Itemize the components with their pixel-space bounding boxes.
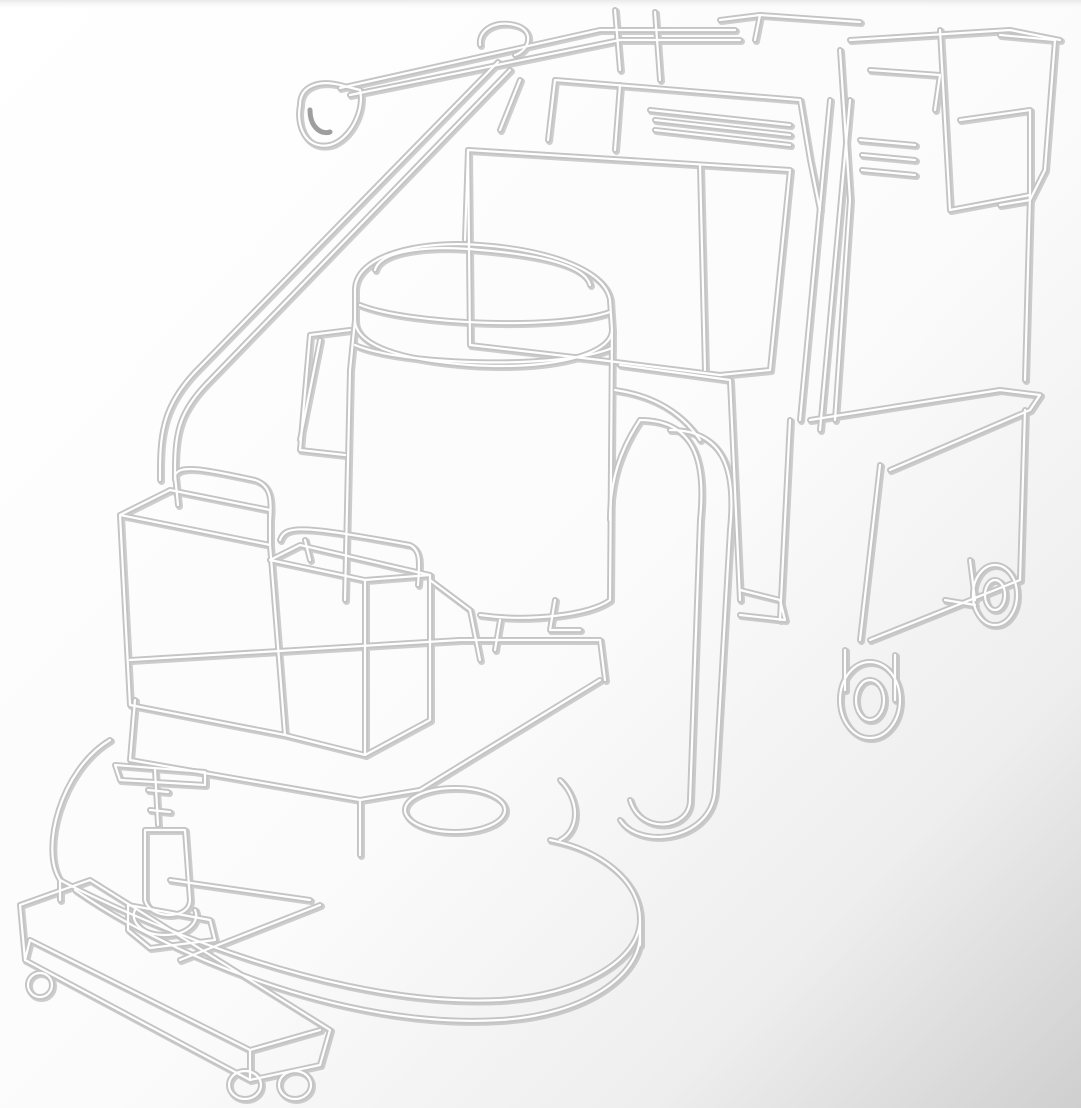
handle-shade xyxy=(307,107,333,136)
